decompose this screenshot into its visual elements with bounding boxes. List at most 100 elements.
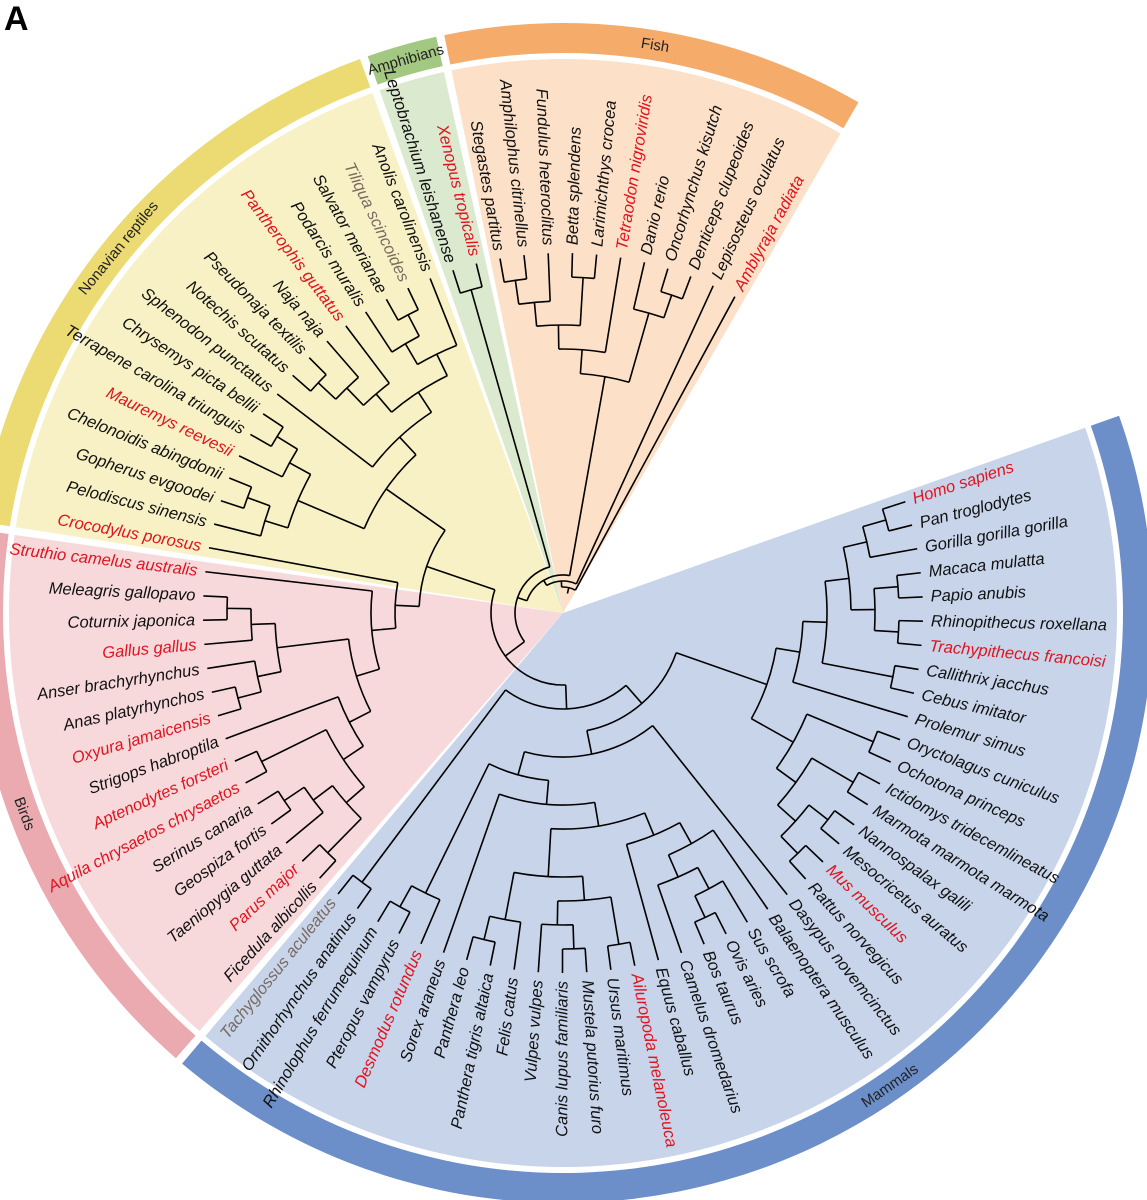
tree-branch <box>514 280 520 305</box>
tree-arc <box>389 900 411 913</box>
tree-arc <box>896 575 900 599</box>
tree-branch <box>204 639 253 646</box>
tree-branch <box>442 793 501 953</box>
tree-arc <box>259 505 271 537</box>
tree-arc <box>558 348 606 354</box>
tree-arc <box>562 947 586 950</box>
tree-branch <box>586 730 593 755</box>
tree-branch <box>245 770 268 784</box>
tree-branch <box>547 828 552 877</box>
tree-branch <box>722 880 749 923</box>
tree-branch <box>399 885 413 908</box>
tree-branch <box>262 413 284 428</box>
tree-branch <box>806 713 874 743</box>
tree-branch <box>574 296 736 591</box>
tree-branch <box>579 349 583 374</box>
tree-branch <box>822 662 894 678</box>
tree-branch <box>775 647 800 653</box>
tree-arc <box>657 866 699 886</box>
tree-branch <box>398 911 411 934</box>
tree-branch <box>606 945 612 970</box>
tree-branch <box>777 804 797 822</box>
tree-branch <box>874 629 899 633</box>
tree-arc <box>694 911 716 923</box>
taxon-label: Betta splendens <box>564 127 585 246</box>
tree-branch <box>277 638 349 649</box>
tree-branch <box>276 393 373 468</box>
clade-sector-nonavian-reptiles <box>15 92 564 613</box>
tree-arc <box>780 804 810 837</box>
taxon-label: Coturnix japonica <box>67 611 195 632</box>
tree-branch <box>572 924 575 949</box>
tree-arc <box>607 941 631 947</box>
tree-branch <box>657 884 683 954</box>
tree-branch <box>820 827 840 845</box>
tree-branch <box>470 289 551 568</box>
tree-branches <box>203 253 923 974</box>
tree-branch <box>523 255 528 280</box>
tree-branch <box>788 860 807 880</box>
tree-arc <box>788 844 807 862</box>
tree-arc <box>820 810 836 830</box>
tree-branch <box>575 285 714 585</box>
tree-branch <box>897 642 922 647</box>
tree-branch <box>581 876 586 901</box>
tree-branch <box>693 921 705 945</box>
tree-branch <box>270 809 292 825</box>
tree-branch <box>436 353 448 377</box>
tree-branch <box>356 668 380 677</box>
tree-branch <box>517 751 526 776</box>
tree-branch <box>395 604 420 608</box>
tree-branch <box>276 435 298 450</box>
tree-branch <box>385 298 399 321</box>
tree-arc <box>504 278 527 283</box>
tree-branch <box>211 686 236 694</box>
tree-branch <box>681 276 692 300</box>
tree-branch <box>834 810 855 826</box>
tree-branch <box>417 391 433 413</box>
tree-branch <box>452 269 462 294</box>
tree-branch <box>250 433 272 448</box>
tree-arc <box>862 526 871 558</box>
tree-branch <box>465 936 474 961</box>
tree-branch <box>213 523 261 537</box>
tree-arc <box>319 844 337 862</box>
tree-branch <box>297 499 365 530</box>
tree-arc <box>881 508 890 532</box>
tree-branch <box>593 802 600 827</box>
tree-branch <box>660 268 669 292</box>
tree-branch <box>547 253 551 302</box>
tree-branch <box>247 496 271 507</box>
tree-branch <box>843 541 867 549</box>
tree-branch <box>404 343 419 365</box>
tree-arc <box>242 486 253 509</box>
tree-branch <box>489 941 496 966</box>
tree-branch <box>846 791 869 806</box>
tree-branch <box>308 357 327 376</box>
tree-branch <box>675 651 768 686</box>
tree-branch <box>584 948 588 973</box>
tree-branch <box>475 263 483 288</box>
tree-arc <box>256 750 268 772</box>
tree-arc <box>270 426 284 447</box>
tree-arc <box>586 652 677 732</box>
tree-arc <box>234 686 242 710</box>
tree-branch <box>251 622 276 626</box>
tree-branch <box>375 393 393 413</box>
tree-branch <box>566 587 570 594</box>
tree-branch <box>517 596 528 602</box>
tree-branch <box>342 745 364 761</box>
tree-branch <box>869 547 918 559</box>
clade-label-fish: Fish <box>640 35 671 56</box>
tree-arc <box>281 448 299 478</box>
tree-branch <box>882 500 906 510</box>
tree-branch <box>545 780 550 805</box>
panel-label: A <box>4 0 29 38</box>
tree-branch <box>888 524 913 532</box>
tree-branch <box>319 860 337 879</box>
clade-sector-mammals <box>205 427 1117 1167</box>
clade-ring-amphibians <box>367 36 443 85</box>
tree-arc <box>513 871 583 878</box>
clade-ring-birds <box>0 532 196 1059</box>
